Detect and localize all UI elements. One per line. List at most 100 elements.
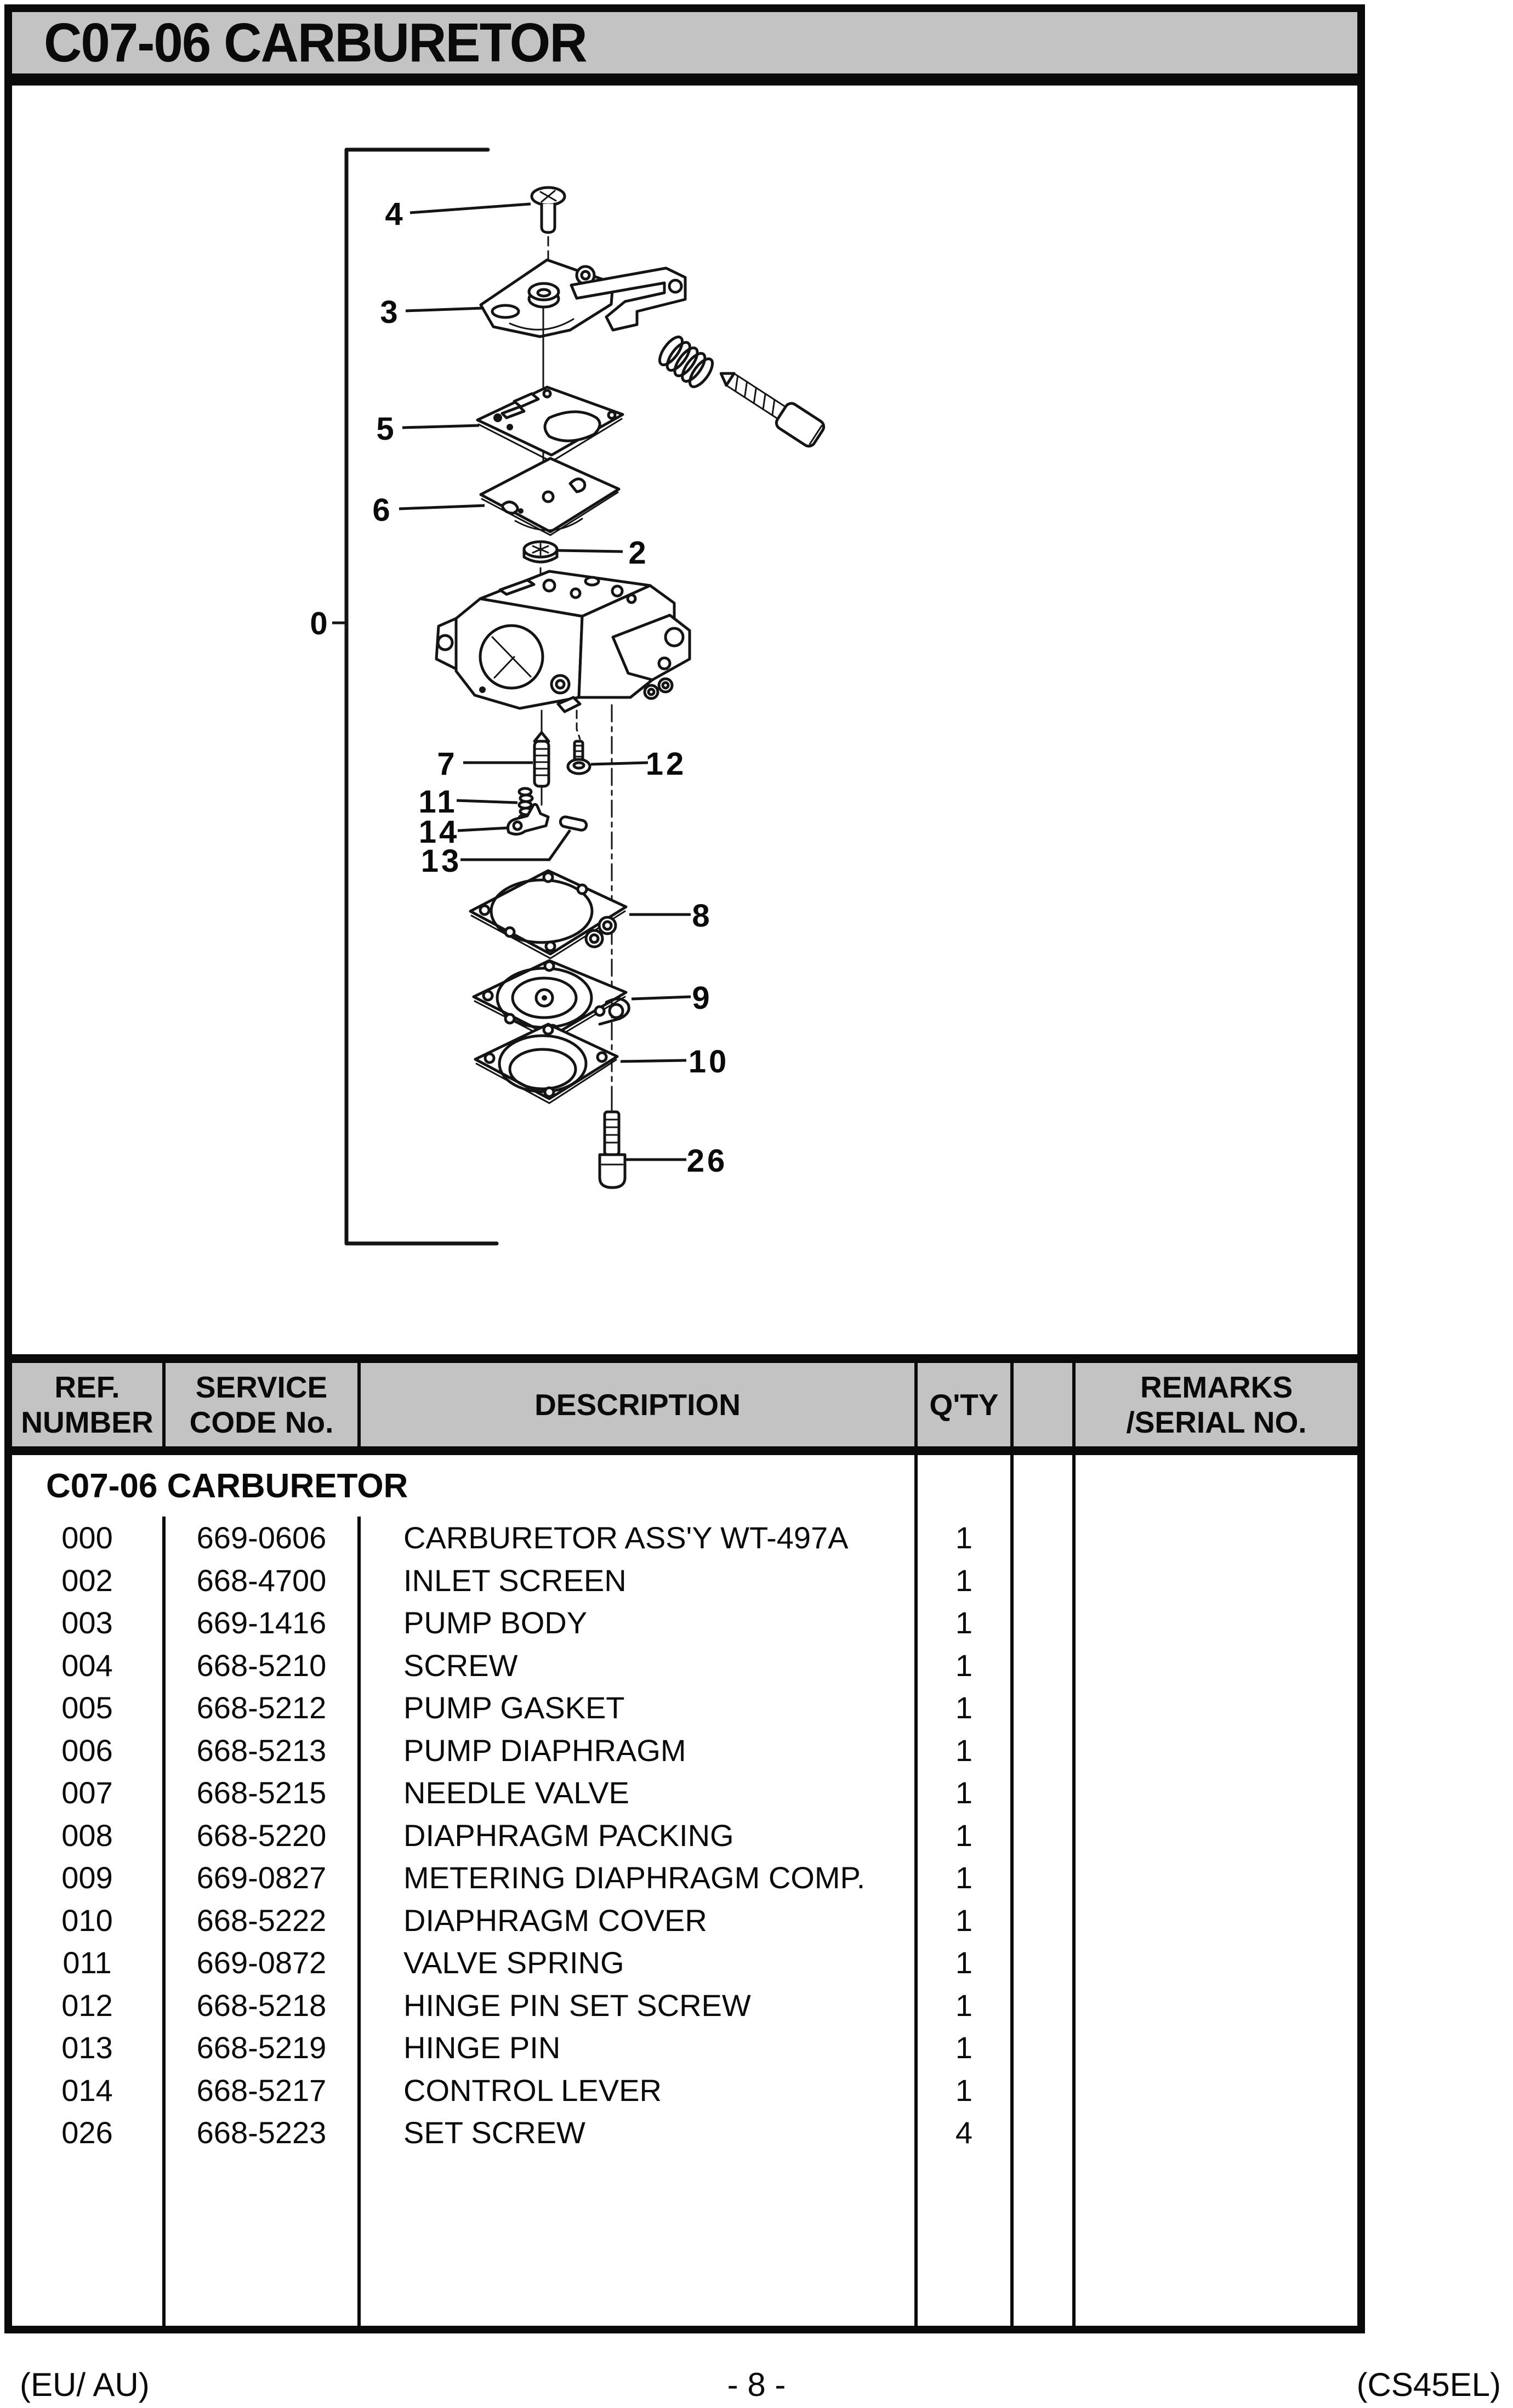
cell-ref: 010 — [12, 1899, 166, 1941]
cell-desc: DIAPHRAGM COVER — [361, 1899, 918, 1941]
cell-code: 668-5223 — [166, 2111, 361, 2154]
cell-desc: SET SCREW — [361, 2111, 918, 2154]
cell-spacer — [1014, 1601, 1076, 1644]
leader-line-11 — [456, 799, 518, 804]
footer-region: (EU/ AU) — [20, 2366, 150, 2403]
cell-ref: 026 — [12, 2111, 166, 2154]
cell-code: 668-5220 — [166, 1814, 361, 1856]
cell-spacer — [1014, 1559, 1076, 1601]
cell-desc: DIAPHRAGM PACKING — [361, 1814, 918, 1856]
cell-remarks — [1076, 1517, 1357, 1559]
cell-spacer — [1014, 1686, 1076, 1729]
cell-remarks — [1076, 1601, 1357, 1644]
cell-qty: 1 — [918, 1814, 1014, 1856]
cell-desc: HINGE PIN — [361, 2026, 918, 2069]
cell-ref: 008 — [12, 1814, 166, 1856]
leader-line-14 — [457, 826, 508, 832]
cell-qty: 1 — [918, 1559, 1014, 1601]
cell-qty: 1 — [918, 1984, 1014, 2026]
diagram-label-7: 7 — [437, 746, 457, 782]
cell-spacer — [1014, 1729, 1076, 1771]
cell-spacer — [1014, 1856, 1076, 1899]
cell-desc: SCREW — [361, 1644, 918, 1686]
leader-line-12 — [590, 761, 649, 766]
footer-page-number: - 8 - — [727, 2366, 786, 2403]
cell-spacer — [1014, 2026, 1076, 2069]
cell-code: 668-4700 — [166, 1559, 361, 1601]
page-footer: (EU/ AU) - 8 - (CS45EL) — [0, 2355, 1513, 2408]
diagram-label-2: 2 — [628, 535, 649, 571]
cell-remarks — [1076, 1814, 1357, 1857]
cell-code: 669-0872 — [166, 1941, 361, 1984]
cell-code: 668-5215 — [166, 1771, 361, 1814]
cell-qty: 1 — [918, 1644, 1014, 1686]
cell-code: 668-5210 — [166, 1644, 361, 1686]
cell-code: 669-0606 — [166, 1517, 361, 1559]
cell-qty: 1 — [918, 1601, 1014, 1644]
section-spacer-cell — [1014, 1455, 1076, 1517]
cell-ref: 009 — [12, 1856, 166, 1899]
cell-desc: NEEDLE VALVE — [361, 1771, 918, 1814]
diagram-label-10: 10 — [689, 1044, 730, 1080]
header-remarks: REMARKS /SERIAL NO. — [1126, 1370, 1307, 1439]
cell-ref: 007 — [12, 1771, 166, 1814]
leader-line-6 — [399, 504, 485, 510]
cell-remarks — [1076, 1984, 1357, 2027]
diagram-label-9: 9 — [692, 980, 712, 1016]
header-service-code: SERVICE CODE No. — [166, 1363, 361, 1446]
footer-model: (CS45EL) — [1356, 2366, 1501, 2403]
cell-remarks — [1076, 1899, 1357, 1942]
cell-ref: 012 — [12, 1984, 166, 2026]
diagram-label-11: 11 — [418, 784, 457, 820]
exploded-view-drawing — [344, 147, 826, 1246]
table-filler-row — [12, 2154, 1357, 2326]
page-title: C07-06 CARBURETOR — [44, 12, 588, 73]
assembly-bracket — [344, 147, 499, 1246]
cell-spacer — [1014, 1941, 1076, 1984]
diagram-label-12: 12 — [646, 746, 687, 782]
cell-ref: 002 — [12, 1559, 166, 1601]
cell-qty: 1 — [918, 1856, 1014, 1899]
cell-remarks — [1076, 1559, 1357, 1602]
section-title: C07-06 CARBURETOR — [12, 1455, 918, 1517]
cell-qty: 1 — [918, 1771, 1014, 1814]
cell-remarks — [1076, 2026, 1357, 2069]
cell-spacer — [1014, 1644, 1076, 1686]
cell-code: 669-1416 — [166, 1601, 361, 1644]
leader-line-3 — [405, 306, 483, 313]
leader-line-13 — [460, 829, 572, 861]
header-ref-number: REF. NUMBER — [12, 1363, 166, 1446]
title-bar: C07-06 CARBURETOR — [12, 12, 1357, 86]
diagram-label-8: 8 — [692, 898, 712, 934]
cell-desc: VALVE SPRING — [361, 1941, 918, 1984]
cell-ref: 003 — [12, 1601, 166, 1644]
cell-spacer — [1014, 2069, 1076, 2111]
leader-line-2 — [558, 549, 623, 553]
cell-spacer — [1014, 1814, 1076, 1856]
cell-remarks — [1076, 2069, 1357, 2112]
cell-code: 668-5217 — [166, 2069, 361, 2111]
cell-qty: 1 — [918, 1899, 1014, 1941]
cell-ref: 014 — [12, 2069, 166, 2111]
cell-desc: PUMP GASKET — [361, 1686, 918, 1729]
cell-spacer — [1014, 2111, 1076, 2154]
cell-qty: 1 — [918, 1941, 1014, 1984]
cell-ref: 013 — [12, 2026, 166, 2069]
header-qty: Q'TY — [918, 1363, 1014, 1446]
cell-qty: 1 — [918, 1686, 1014, 1729]
cell-spacer — [1014, 1517, 1076, 1559]
cell-spacer — [1014, 1899, 1076, 1941]
cell-qty: 1 — [918, 1729, 1014, 1771]
leader-line-5 — [402, 424, 480, 429]
